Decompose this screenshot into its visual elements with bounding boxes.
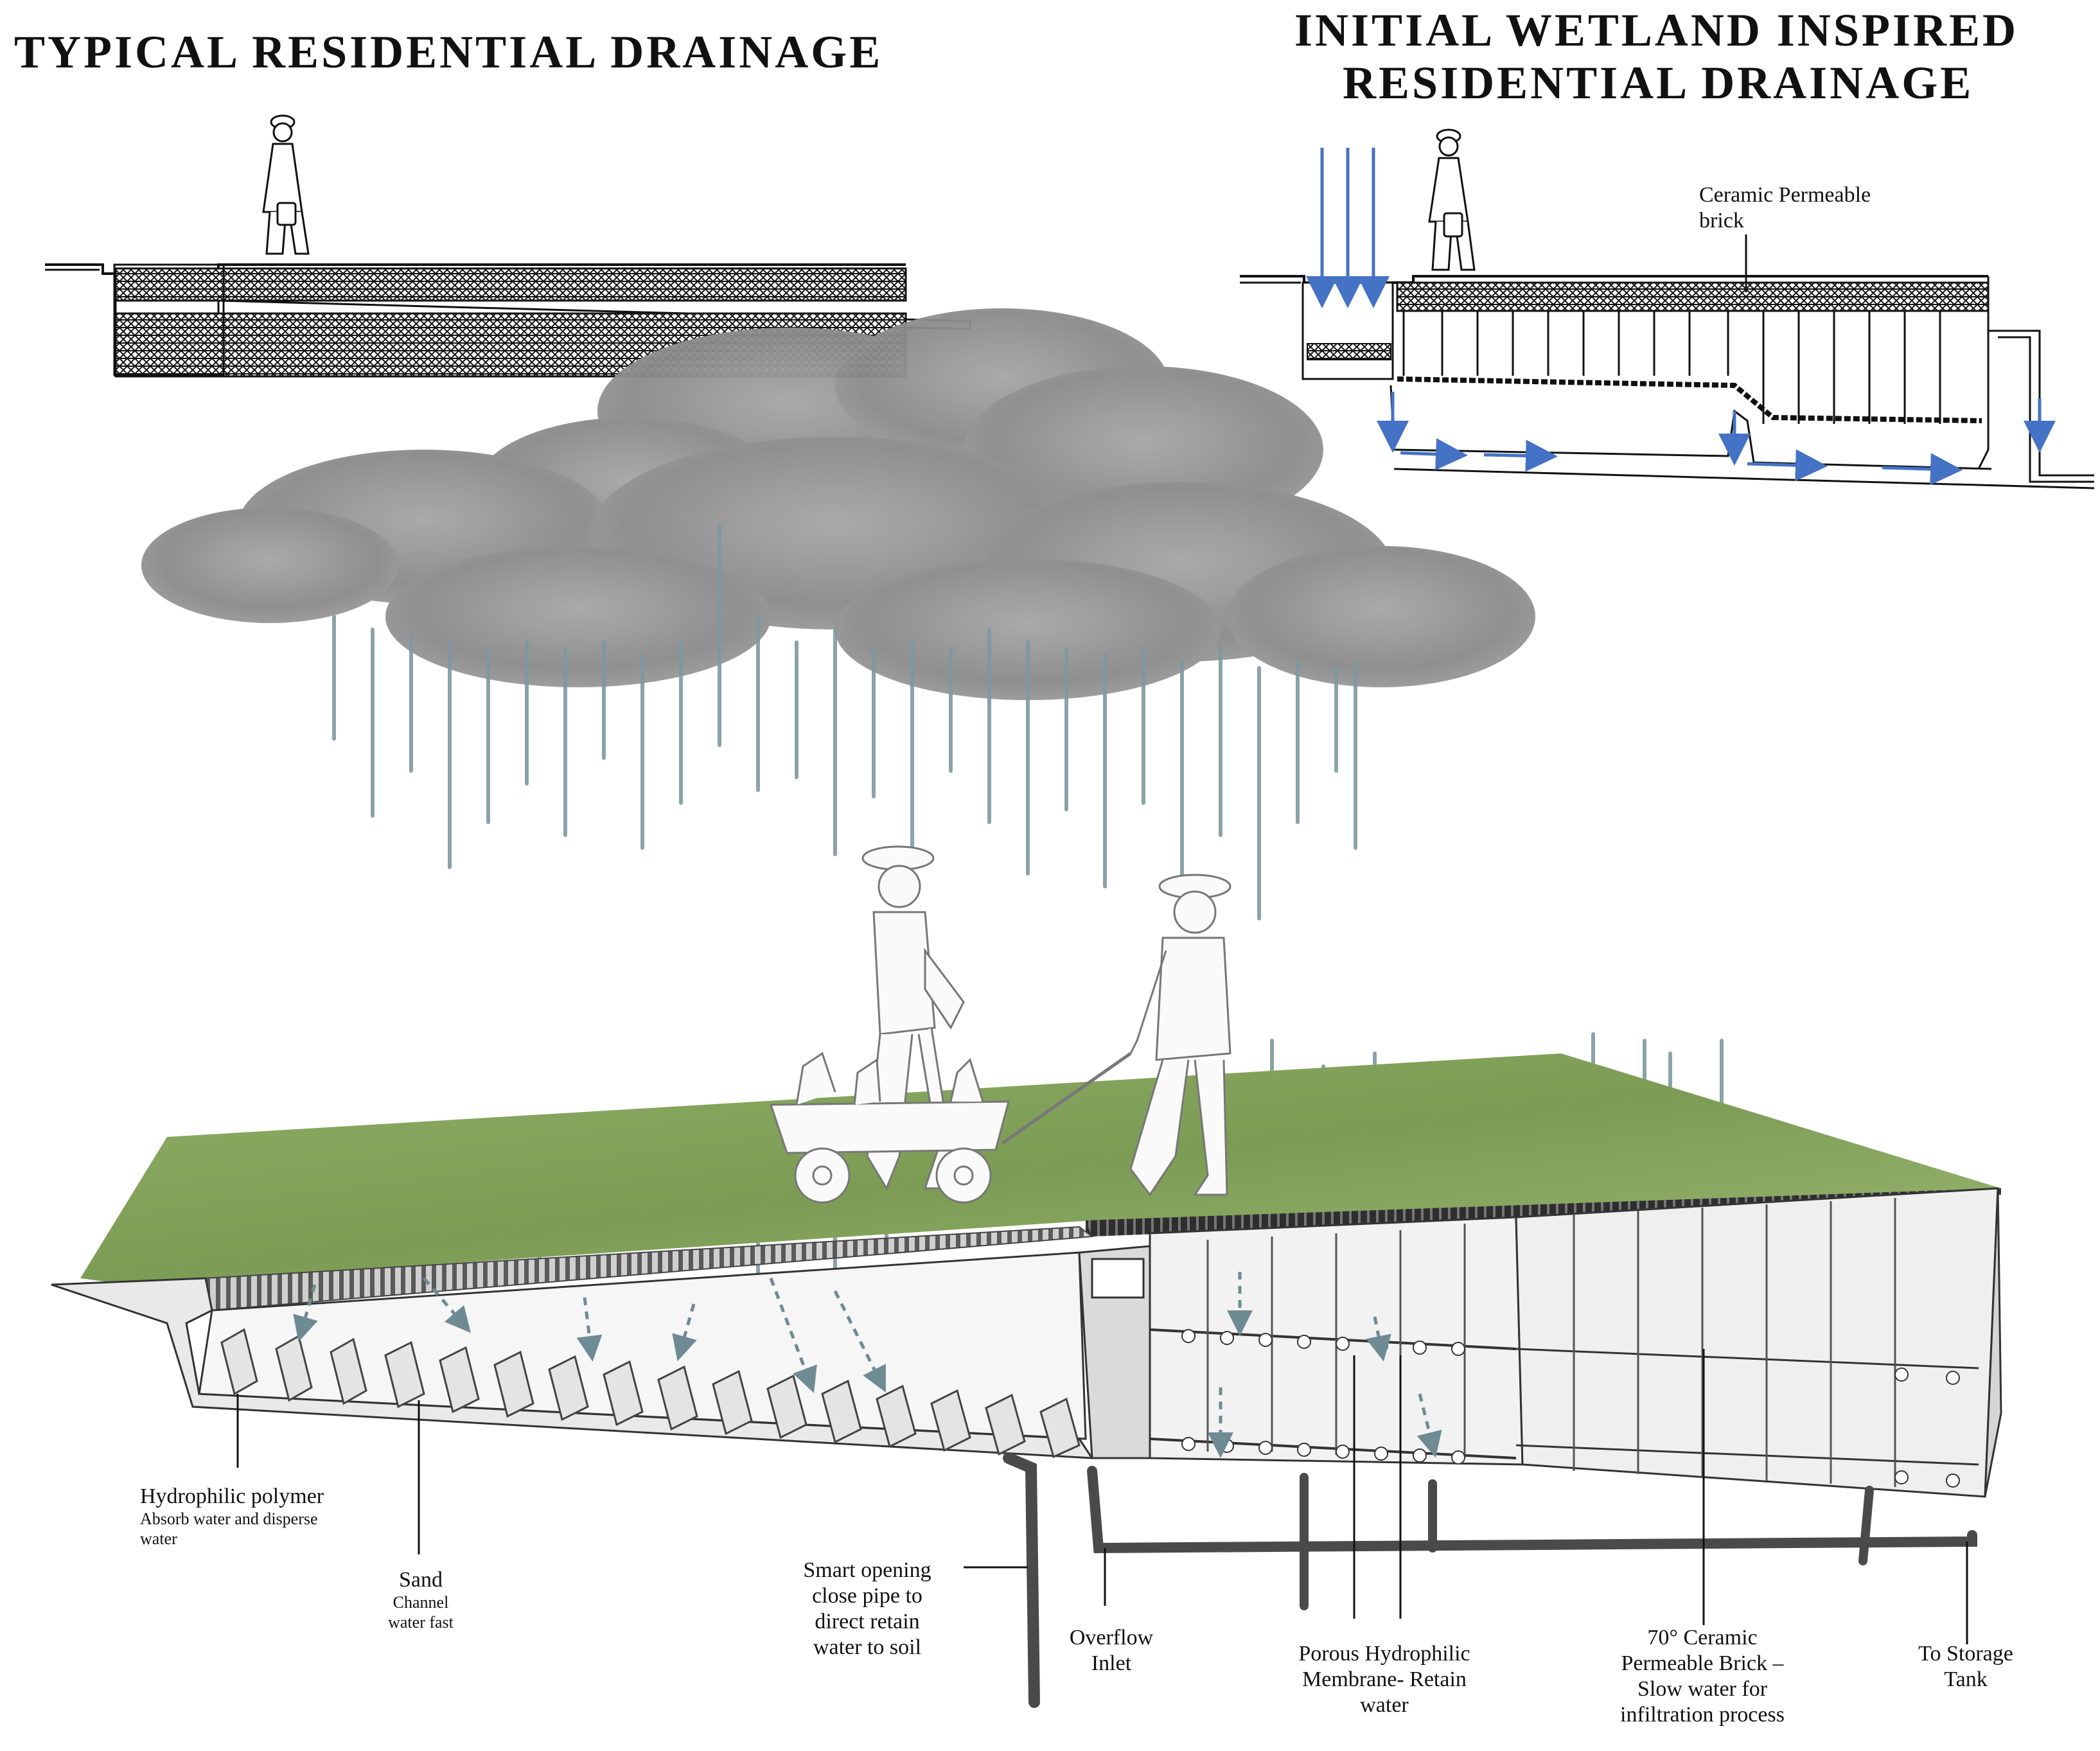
sand-desc2: water fast — [388, 1612, 454, 1632]
hydrophilic-polymer-desc1: Absorb water and disperse — [140, 1509, 318, 1529]
pedestrian-figure-right — [1428, 128, 1476, 271]
dark-grate-surface — [1086, 1188, 1998, 1236]
wetland-drainage-section — [1240, 128, 2095, 489]
pedestrian-figure — [262, 114, 310, 255]
ceramic-top-line2: brick — [1699, 209, 1744, 233]
ceramic-top-line1: Ceramic Permeable — [1699, 183, 1871, 207]
infiltration-arrows — [293, 1272, 1442, 1458]
leader-lines — [236, 1349, 1968, 1644]
hydrophilic-polymer-label: Hydrophilic polymer Absorb water and dis… — [140, 1484, 324, 1549]
hydrophilic-polymer-title: Hydrophilic polymer — [140, 1484, 324, 1508]
overflow-line2: Inlet — [1091, 1651, 1132, 1676]
wetland-drainage-title-line2: RESIDENTIAL DRAINAGE — [1343, 57, 1974, 109]
smart-opening-line2: close pipe to — [812, 1584, 922, 1608]
storage-line1: To Storage — [1918, 1642, 2013, 1666]
smart-opening-line3: direct retain — [815, 1610, 920, 1634]
ceramic-fins — [1402, 311, 1941, 424]
storage-tank-label: To Storage Tank — [1892, 1641, 2040, 1693]
smart-opening-line4: water to soil — [813, 1635, 922, 1660]
grass-surface — [80, 1053, 2001, 1285]
brick-layer-upper — [114, 267, 907, 302]
membrane-line1: Porous Hydrophilic — [1298, 1642, 1470, 1666]
typical-drainage-title: TYPICAL RESIDENTIAL DRAINAGE — [14, 26, 883, 78]
overflow-line1: Overflow — [1069, 1626, 1154, 1650]
smart-opening-label: Smart opening close pipe to direct retai… — [771, 1558, 964, 1660]
rain-cloud — [141, 308, 1535, 700]
people-with-cart — [769, 845, 1231, 1204]
smart-opening-line1: Smart opening — [803, 1558, 931, 1582]
sand-title: Sand — [399, 1568, 443, 1592]
ceramic-brick-line4: infiltration process — [1620, 1703, 1785, 1727]
ceramic-brick-label: 70° Ceramic Permeable Brick – Slow water… — [1587, 1625, 1818, 1728]
ceramic-brick-line3: Slow water for — [1637, 1677, 1768, 1702]
porous-membrane-label: Porous Hydrophilic Membrane- Retain wate… — [1278, 1641, 1490, 1718]
membrane-line2: Membrane- Retain — [1302, 1667, 1467, 1692]
ceramic-brick-line1: 70° Ceramic — [1647, 1626, 1758, 1650]
wetland-drainage-title-line1: INITIAL WETLAND INSPIRED — [1294, 4, 2018, 56]
ceramic-permeable-brick-layer — [1396, 281, 1990, 312]
sand-desc1: Channel — [393, 1593, 449, 1612]
storage-line2: Tank — [1944, 1667, 1988, 1692]
sand-label: Sand Channel water fast — [360, 1567, 482, 1632]
water-flow-arrows — [1306, 148, 2056, 486]
ceramic-brick-line2: Permeable Brick – — [1621, 1651, 1784, 1676]
overflow-inlet-label: Overflow Inlet — [1054, 1625, 1169, 1676]
ceramic-permeable-brick-top-label: Ceramic Permeable brick — [1699, 182, 1871, 234]
drain-pipes — [1003, 1452, 1977, 1708]
hydrophilic-polymer-desc2: water — [140, 1529, 177, 1548]
hydrophilic-polymer-pods — [220, 1328, 1081, 1459]
membrane-line3: water — [1360, 1693, 1409, 1718]
